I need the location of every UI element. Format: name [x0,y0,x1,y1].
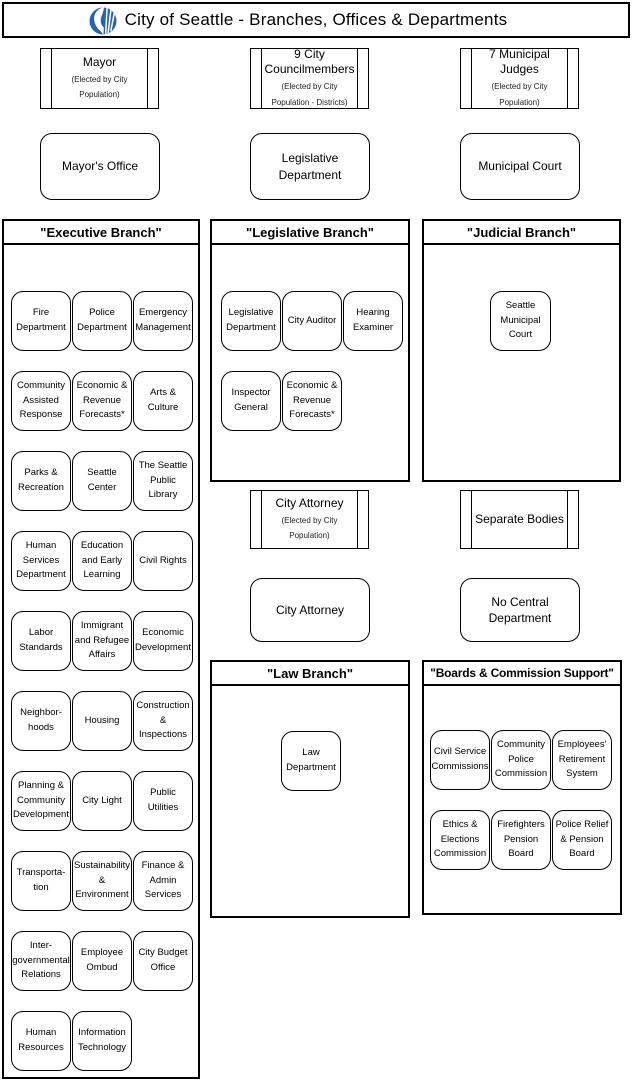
dept-box: Firefighters Pension Board [491,810,551,870]
dept-box: Economic Development [133,611,193,671]
process-bar-left [261,491,262,548]
dept-box-law-department: Law Department [281,731,341,791]
dept-box: Community Police Commission [491,730,551,790]
process-bar-right [357,491,358,548]
dept-box: Human Services Department [11,531,71,591]
dept-box: Seattle Center [72,451,132,511]
dept-box: Hearing Examiner [343,291,403,351]
dept-box: Construction & Inspections [133,691,193,751]
section-boards-commission-support: "Boards & Commission Support" Civil Serv… [422,660,622,915]
section-title-boards: "Boards & Commission Support" [424,662,620,686]
dept-box: Economic & Revenue Forecasts* [72,371,132,431]
elected-subtitle: (Elected by City Population - Districts) [271,82,348,107]
elected-title: 9 City Councilmembers [264,47,355,77]
title-bar: City of Seattle - Branches, Offices & De… [2,2,630,38]
dept-box: Education and Early Learning [72,531,132,591]
elected-title: Mayor [82,54,117,69]
dept-box: Legislative Department [221,291,281,351]
section-title-executive: "Executive Branch" [4,221,198,245]
office-box-no-central-department: No Central Department [460,578,580,642]
dept-box: Community Assisted Response [11,371,71,431]
dept-box: City Budget Office [133,931,193,991]
legislative-dept-grid: Legislative Department City Auditor Hear… [221,291,403,431]
dept-box: City Auditor [282,291,342,351]
separate-bodies-label: Separate Bodies [475,512,564,526]
dept-box: Parks & Recreation [11,451,71,511]
elected-box-municipal-judges: 7 Municipal Judges (Elected by City Popu… [460,47,579,109]
dept-box: Sustainability & Environment [72,851,132,911]
executive-dept-grid: Fire Department Police Department Emerge… [11,291,193,1071]
dept-box: Transporta-tion [11,851,71,911]
process-bar-right [567,491,568,548]
dept-box: City Light [72,771,132,831]
elected-title: City Attorney [275,495,344,510]
section-title-judicial: "Judicial Branch" [424,221,619,245]
city-of-seattle-logo-icon [88,6,118,36]
dept-box: Housing [72,691,132,751]
section-legislative-branch: "Legislative Branch" Legislative Departm… [210,219,410,482]
process-bar-right [357,49,358,108]
dept-box: Ethics & Elections Commission [430,810,490,870]
section-law-branch: "Law Branch" Law Department [210,660,410,918]
dept-box: Emergency Management [133,291,193,351]
dept-box: Civil Service Commissions [430,730,490,790]
dept-box: Inter-governmental Relations [11,931,71,991]
elected-subtitle: (Elected by City Population) [71,74,128,99]
dept-box: Economic & Revenue Forecasts* [282,371,342,431]
office-box-mayors-office: Mayor's Office [40,133,160,200]
separate-bodies-box: Separate Bodies [460,490,579,549]
office-box-city-attorney: City Attorney [250,578,370,642]
dept-box-seattle-municipal-court: Seattle Municipal Court [490,291,551,351]
dept-box: Fire Department [11,291,71,351]
dept-box: Immigrant and Refugee Affairs [72,611,132,671]
process-bar-right [567,49,568,108]
dept-box: Police Department [72,291,132,351]
process-bar-left [51,49,52,108]
elected-box-city-attorney: City Attorney (Elected by City Populatio… [250,490,369,549]
elected-box-councilmembers: 9 City Councilmembers (Elected by City P… [250,47,369,109]
dept-box: Neighbor-hoods [11,691,71,751]
section-title-law: "Law Branch" [212,662,408,686]
process-bar-left [471,491,472,548]
dept-box: Information Technology [72,1011,132,1071]
section-title-legislative: "Legislative Branch" [212,221,408,245]
office-box-legislative-department: Legislative Department [250,133,370,200]
dept-box: Employee Ombud [72,931,132,991]
process-bar-left [261,49,262,108]
dept-box: The Seattle Public Library [133,451,193,511]
office-box-municipal-court: Municipal Court [460,133,580,200]
dept-box: Civil Rights [133,531,193,591]
dept-box: Inspector General [221,371,281,431]
dept-box: Labor Standards [11,611,71,671]
elected-subtitle: (Elected by City Population) [281,515,338,540]
section-executive-branch: "Executive Branch" Fire Department Polic… [2,219,200,1079]
process-bar-left [471,49,472,108]
section-judicial-branch: "Judicial Branch" Seattle Municipal Cour… [422,219,621,482]
dept-box: Finance & Admin Services [133,851,193,911]
dept-box: Human Resources [11,1011,71,1071]
dept-box: Planning & Community Development [11,771,71,831]
dept-box: Police Relief & Pension Board [552,810,612,870]
process-bar-right [147,49,148,108]
dept-box: Employees' Retirement System [552,730,612,790]
elected-box-mayor: Mayor (Elected by City Population) [40,48,159,109]
boards-dept-grid: Civil Service Commissions Community Poli… [430,730,612,870]
dept-box: Public Utilities [133,771,193,831]
dept-box: Arts & Culture [133,371,193,431]
elected-title: 7 Municipal Judges [489,47,550,77]
elected-subtitle: (Elected by City Population) [491,82,548,107]
page-title: City of Seattle - Branches, Offices & De… [124,10,508,29]
